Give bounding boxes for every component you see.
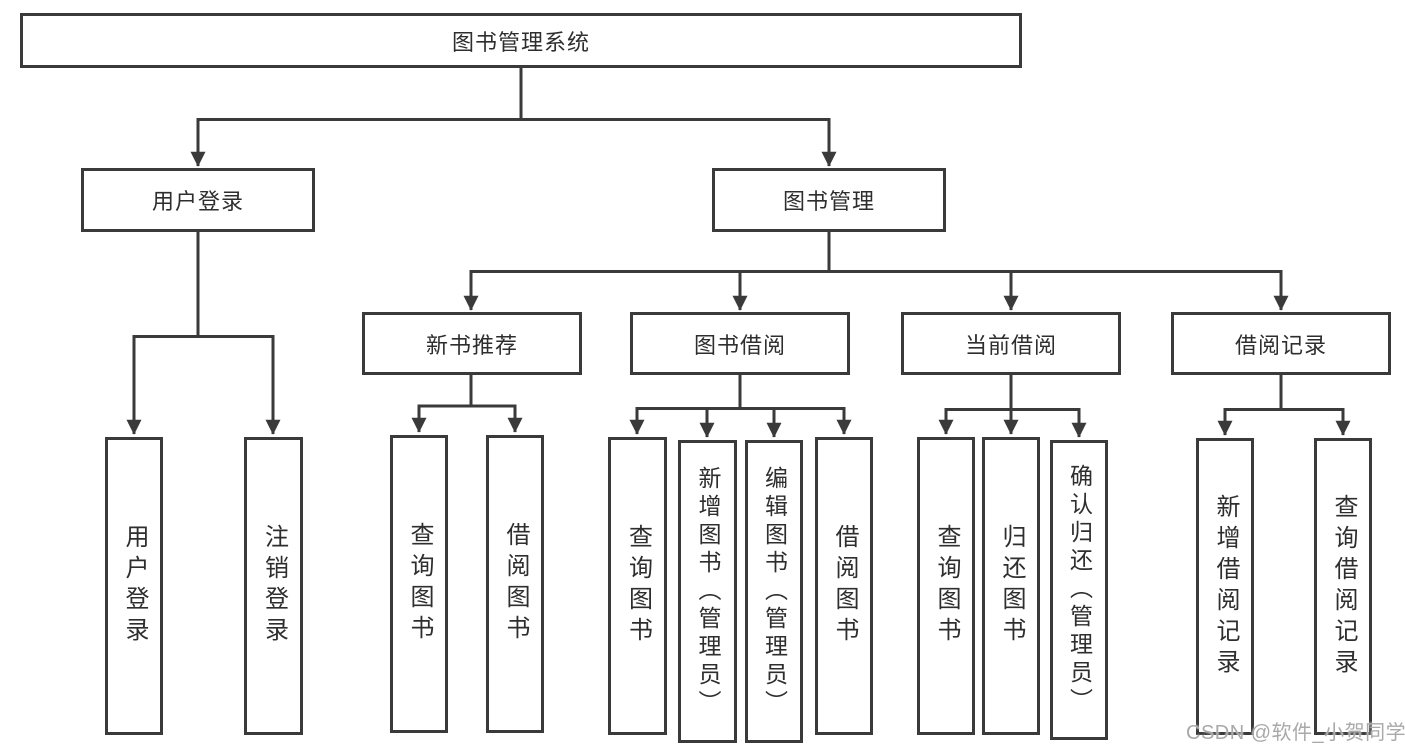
node-borrow-record: 借阅记录 (1171, 312, 1391, 375)
leaf-query-borrow-record: 查询借阅记录 (1314, 438, 1372, 735)
csdn-watermark: CSDN @软件_小贺同学 (1186, 722, 1405, 744)
leaf-query-book: 查询图书 (917, 437, 975, 735)
leaf-user-login: 用户登录 (105, 437, 163, 735)
leaf-query-book: 查询图书 (390, 435, 448, 733)
node-system-root: 图书管理系统 (20, 13, 1022, 68)
leaf-edit-book-admin: 编辑图书（管理员） (745, 440, 803, 743)
node-user-login: 用户登录 (81, 168, 315, 232)
leaf-borrow-book: 借阅图书 (815, 437, 873, 735)
leaf-return-book: 归还图书 (982, 437, 1040, 735)
leaf-borrow-book: 借阅图书 (486, 435, 544, 733)
node-current-borrow: 当前借阅 (901, 312, 1121, 375)
node-new-book-recommend: 新书推荐 (362, 312, 582, 375)
leaf-logout-login: 注销登录 (244, 437, 303, 735)
leaf-query-book: 查询图书 (608, 437, 667, 735)
leaf-confirm-return-admin: 确认归还（管理员） (1050, 440, 1108, 740)
node-book-management: 图书管理 (712, 168, 946, 232)
node-book-borrow: 图书借阅 (630, 312, 850, 375)
leaf-add-borrow-record: 新增借阅记录 (1196, 438, 1254, 735)
leaf-add-book-admin: 新增图书（管理员） (678, 440, 737, 743)
